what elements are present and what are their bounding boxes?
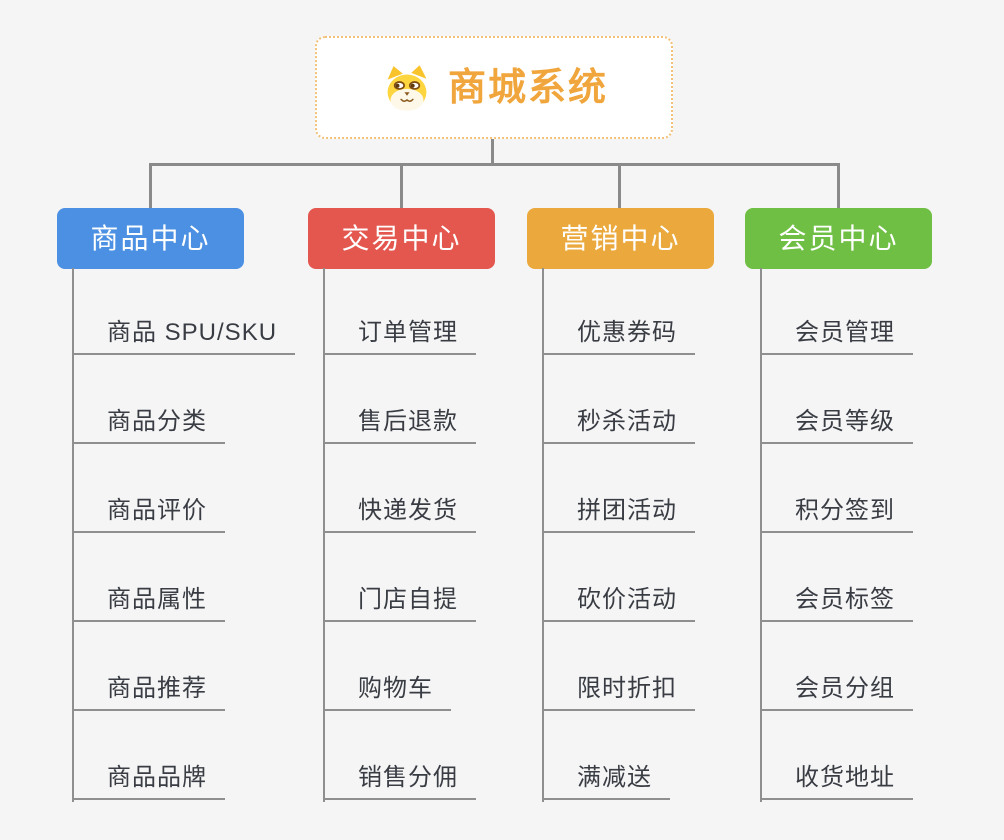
connector-bus	[149, 163, 840, 166]
branch-node-product-center[interactable]: 商品中心	[57, 208, 244, 269]
leaf-node[interactable]: 砍价活动	[542, 586, 695, 622]
branch-node-marketing-center[interactable]: 营销中心	[527, 208, 714, 269]
branch-label: 交易中心	[341, 222, 462, 254]
leaf-node[interactable]: 会员标签	[760, 586, 913, 622]
connector-column-line	[323, 268, 325, 802]
connector-drop-product	[149, 163, 152, 209]
connector-column-line	[542, 268, 544, 802]
connector-drop-trade	[400, 163, 403, 209]
branch-column-trade: 订单管理 售后退款 快递发货 门店自提 购物车 销售分佣	[323, 268, 563, 802]
branch-column-marketing: 优惠券码 秒杀活动 拼团活动 砍价活动 限时折扣 满减送	[542, 268, 782, 802]
leaf-node[interactable]: 购物车	[323, 675, 451, 711]
leaf-node[interactable]: 秒杀活动	[542, 408, 695, 444]
root-title: 商城系统	[447, 66, 608, 109]
leaf-node[interactable]: 商品分类	[72, 408, 225, 444]
branch-column-product: 商品 SPU/SKU 商品分类 商品评价 商品属性 商品推荐 商品品牌	[72, 268, 312, 802]
branch-node-member-center[interactable]: 会员中心	[745, 208, 932, 269]
branch-column-member: 会员管理 会员等级 积分签到 会员标签 会员分组 收货地址	[760, 268, 1000, 802]
branch-label: 营销中心	[560, 222, 681, 254]
leaf-node[interactable]: 会员等级	[760, 408, 913, 444]
branch-node-trade-center[interactable]: 交易中心	[308, 208, 495, 269]
leaf-node[interactable]: 订单管理	[323, 319, 476, 355]
connector-column-line	[760, 268, 762, 802]
connector-drop-member	[837, 163, 840, 209]
connector-drop-marketing	[618, 163, 621, 209]
leaf-node[interactable]: 商品 SPU/SKU	[72, 319, 296, 355]
connector-root-stub	[491, 138, 494, 166]
leaf-node[interactable]: 满减送	[542, 764, 670, 800]
leaf-node[interactable]: 商品评价	[72, 497, 225, 533]
leaf-node[interactable]: 售后退款	[323, 408, 476, 444]
leaf-node[interactable]: 拼团活动	[542, 497, 695, 533]
leaf-node[interactable]: 会员分组	[760, 675, 913, 711]
leaf-node[interactable]: 快递发货	[323, 497, 476, 533]
leaf-node[interactable]: 积分签到	[760, 497, 913, 533]
leaf-node[interactable]: 门店自提	[323, 586, 476, 622]
leaf-node[interactable]: 商品属性	[72, 586, 225, 622]
leaf-node[interactable]: 商品推荐	[72, 675, 225, 711]
leaf-node[interactable]: 会员管理	[760, 319, 913, 355]
dog-face-icon	[387, 64, 427, 111]
leaf-node[interactable]: 销售分佣	[323, 764, 476, 800]
leaf-node[interactable]: 商品品牌	[72, 764, 225, 800]
leaf-node[interactable]: 限时折扣	[542, 675, 695, 711]
connector-column-line	[72, 268, 74, 802]
leaf-node[interactable]: 优惠券码	[542, 319, 695, 355]
branch-label: 会员中心	[778, 222, 899, 254]
leaf-node[interactable]: 收货地址	[760, 764, 913, 800]
root-node[interactable]: 商城系统	[315, 36, 673, 139]
branch-label: 商品中心	[90, 222, 211, 254]
